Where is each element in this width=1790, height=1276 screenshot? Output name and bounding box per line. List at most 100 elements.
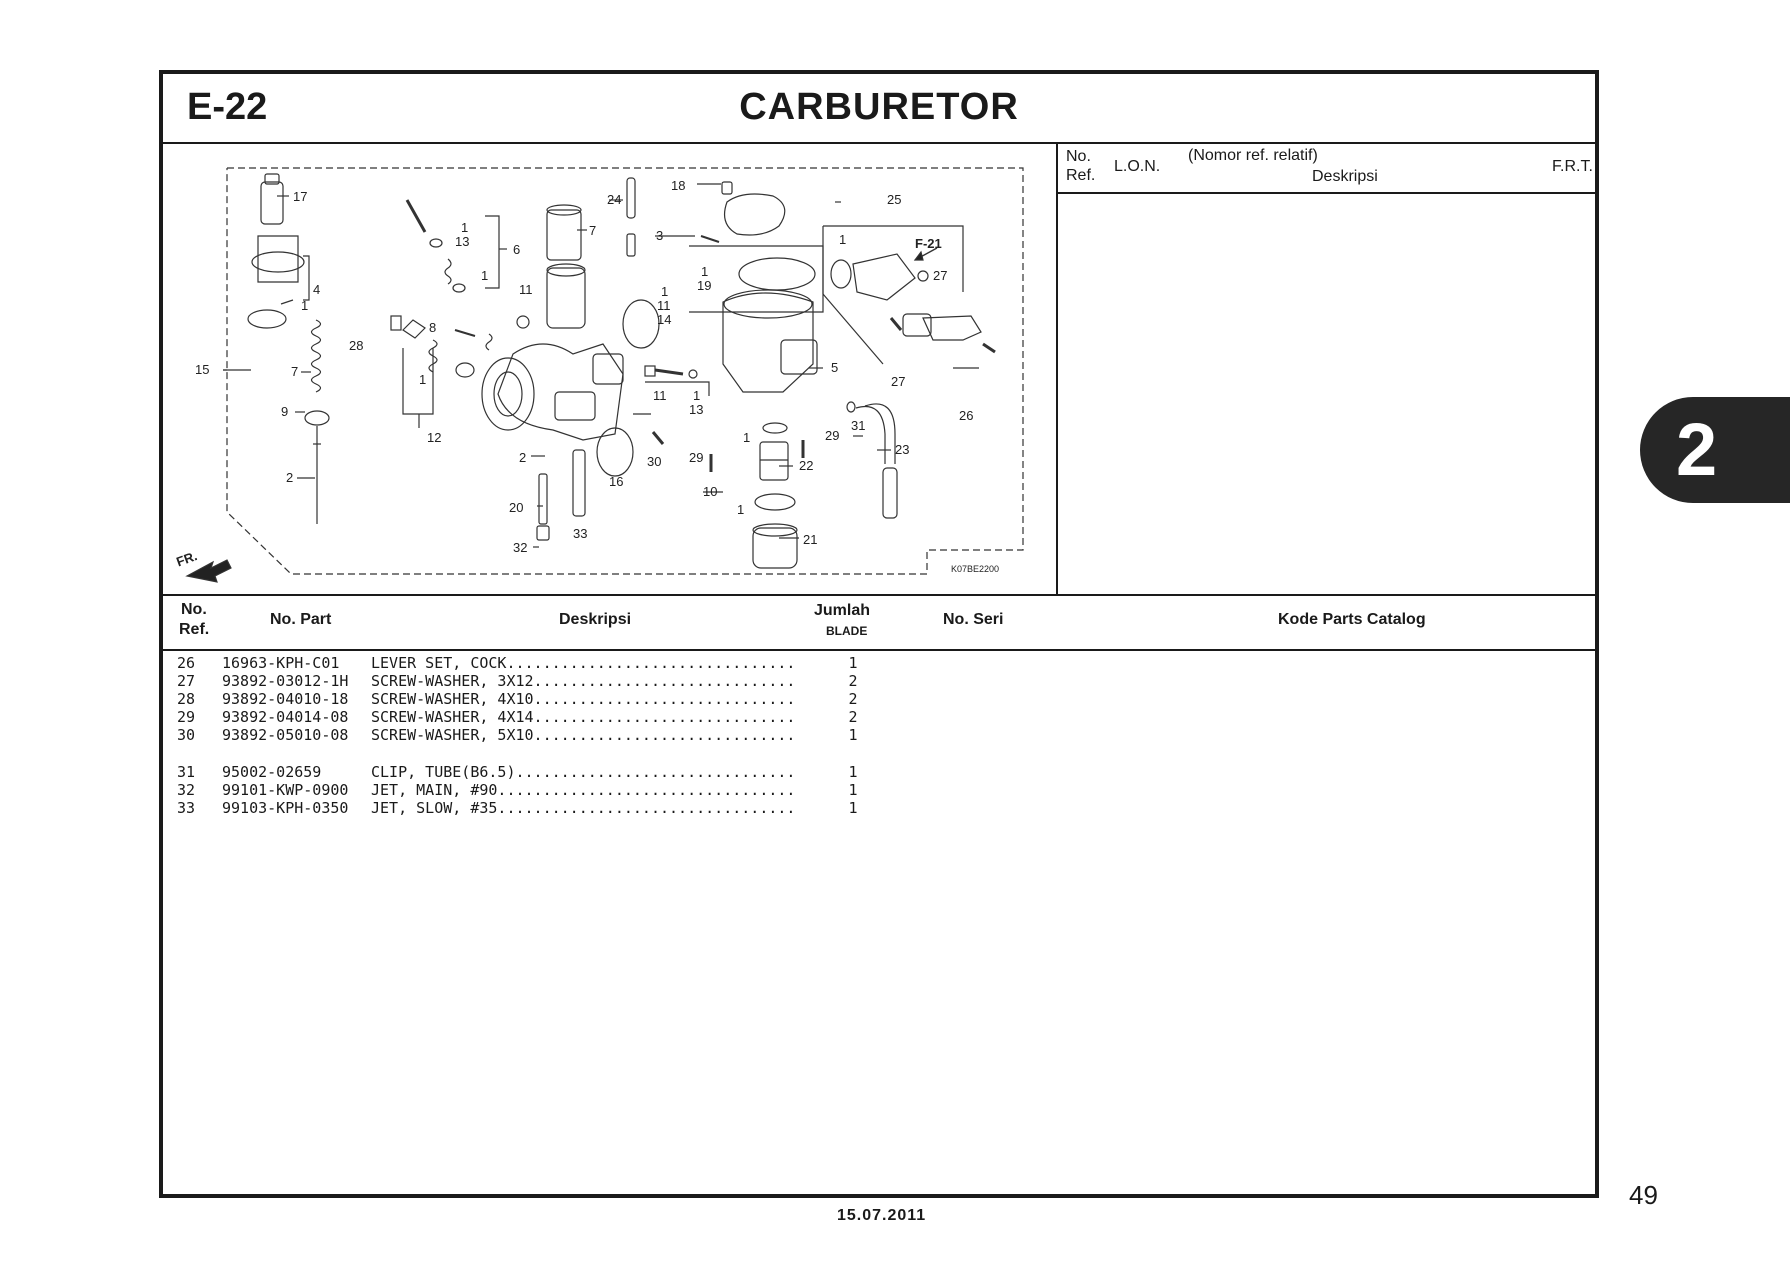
row-qty: 1 xyxy=(848,763,858,781)
row-part: 93892-04010-18 xyxy=(222,690,349,708)
table-row: 27 93892-03012-1H SCREW-WASHER, 3X12....… xyxy=(163,672,1595,690)
th-blade: BLADE xyxy=(826,624,868,638)
row-ref: 28 xyxy=(177,690,196,708)
row-qty: 1 xyxy=(848,654,858,672)
callout: 4 xyxy=(313,282,320,297)
row-part: 99103-KPH-0350 xyxy=(222,799,349,817)
section-code: E-22 xyxy=(187,86,268,128)
table-row: 26 16963-KPH-C01 LEVER SET, COCK........… xyxy=(163,654,1595,672)
callout: 7 xyxy=(589,223,596,238)
row-qty: 2 xyxy=(848,672,858,690)
diagram-ref-code: K07BE2200 xyxy=(951,564,999,574)
callout: 14 xyxy=(657,312,671,327)
callout: 30 xyxy=(647,454,661,469)
page-frame: E-22 CARBURETOR xyxy=(159,70,1599,1198)
callout: 1 xyxy=(419,372,426,387)
th-deskripsi: Deskripsi xyxy=(559,611,632,628)
callout: 13 xyxy=(455,234,469,249)
row-ref: 33 xyxy=(177,799,196,817)
th-ref: Ref. xyxy=(179,621,210,638)
row-desc: SCREW-WASHER, 4X14......................… xyxy=(371,708,796,726)
row-ref: 27 xyxy=(177,672,196,690)
callout: 31 xyxy=(851,418,865,433)
callout: 28 xyxy=(349,338,363,353)
row-ref: 26 xyxy=(177,654,196,672)
row-part: 16963-KPH-C01 xyxy=(222,654,340,672)
rh-deskripsi: Deskripsi xyxy=(1312,168,1378,185)
callout: 13 xyxy=(689,402,703,417)
th-no: No. xyxy=(181,601,207,618)
callout: 32 xyxy=(513,540,527,555)
callout: 3 xyxy=(656,228,663,243)
rh-frt: F.R.T. xyxy=(1552,158,1593,175)
row-ref: 32 xyxy=(177,781,196,799)
diagram-callouts: 17 4 1 15 7 9 2 1 13 6 1 8 28 1 12 11 7 … xyxy=(174,178,999,574)
th-kode: Kode Parts Catalog xyxy=(1278,611,1426,628)
callout: 20 xyxy=(509,500,523,515)
callout: 2 xyxy=(286,470,293,485)
callout: 27 xyxy=(891,374,905,389)
section-tab: 2 xyxy=(1640,397,1790,503)
row-desc: SCREW-WASHER, 5X10......................… xyxy=(371,726,796,744)
section-tab-label: 2 xyxy=(1676,408,1718,491)
table-row: 30 93892-05010-08 SCREW-WASHER, 5X10....… xyxy=(163,726,1595,744)
callout: 10 xyxy=(703,484,717,499)
callout: 19 xyxy=(697,278,711,293)
callout: 11 xyxy=(657,298,671,313)
row-qty: 1 xyxy=(848,726,858,744)
callout: 26 xyxy=(959,408,973,423)
row-part: 93892-03012-1H xyxy=(222,672,349,690)
table-row: 28 93892-04010-18 SCREW-WASHER, 4X10....… xyxy=(163,690,1595,708)
callout: 15 xyxy=(195,362,209,377)
th-no-seri: No. Seri xyxy=(943,611,1004,628)
row-desc: JET, SLOW, #35..........................… xyxy=(371,799,796,817)
row-desc: SCREW-WASHER, 3X12......................… xyxy=(371,672,796,690)
row-part: 95002-02659 xyxy=(222,763,322,781)
row-ref: 29 xyxy=(177,708,196,726)
description-header: No. Ref. L.O.N. (Nomor ref. relatif) Des… xyxy=(1058,144,1595,194)
row-qty: 1 xyxy=(848,781,858,799)
callout: 7 xyxy=(291,364,298,379)
row-qty: 2 xyxy=(848,708,858,726)
row-qty: 1 xyxy=(848,799,858,817)
rh-lon: L.O.N. xyxy=(1114,158,1161,175)
callout: 29 xyxy=(689,450,703,465)
parts-table-header: No. Ref. No. Part Deskripsi Jumlah BLADE… xyxy=(163,594,1595,651)
row-desc: SCREW-WASHER, 4X10......................… xyxy=(371,690,796,708)
carburetor-drawing: 17 4 1 15 7 9 2 1 13 6 1 8 28 1 12 11 7 … xyxy=(174,167,1024,583)
callout: 33 xyxy=(573,526,587,541)
callout: 27 xyxy=(933,268,947,283)
callout: 11 xyxy=(519,282,533,297)
callout: 8 xyxy=(429,320,436,335)
row-part: 93892-05010-08 xyxy=(222,726,349,744)
page-number: 49 xyxy=(1629,1180,1658,1210)
callout: 6 xyxy=(513,242,520,257)
callout: 21 xyxy=(803,532,817,547)
callout: 25 xyxy=(887,192,901,207)
callout: 1 xyxy=(481,268,488,283)
table-row: 33 99103-KPH-0350 JET, SLOW, #35........… xyxy=(163,799,1595,817)
callout: 2 xyxy=(519,450,526,465)
page-header: E-22 CARBURETOR xyxy=(163,74,1595,144)
row-desc: LEVER SET, COCK.........................… xyxy=(371,654,796,672)
callout: 11 xyxy=(653,388,667,403)
row-part: 93892-04014-08 xyxy=(222,708,349,726)
callout: 16 xyxy=(609,474,623,489)
callout: 5 xyxy=(831,360,838,375)
row-desc: JET, MAIN, #90..........................… xyxy=(371,781,796,799)
rh-nomor: (Nomor ref. relatif) xyxy=(1188,147,1318,164)
callout: 24 xyxy=(607,192,621,207)
callout: 1 xyxy=(461,220,468,235)
page-title: CARBURETOR xyxy=(739,86,1019,128)
callout: 1 xyxy=(301,298,308,313)
table-row: 31 95002-02659 CLIP, TUBE(B6.5).........… xyxy=(163,763,1595,781)
callout: 9 xyxy=(281,404,288,419)
row-desc: CLIP, TUBE(B6.5)........................… xyxy=(371,763,796,781)
callout: 1 xyxy=(661,284,668,299)
row-qty: 2 xyxy=(848,690,858,708)
callout: 1 xyxy=(737,502,744,517)
callout: 18 xyxy=(671,178,685,193)
table-row: 32 99101-KWP-0900 JET, MAIN, #90........… xyxy=(163,781,1595,799)
print-date: 15.07.2011 xyxy=(837,1207,927,1224)
rh-no: No. xyxy=(1066,148,1091,165)
